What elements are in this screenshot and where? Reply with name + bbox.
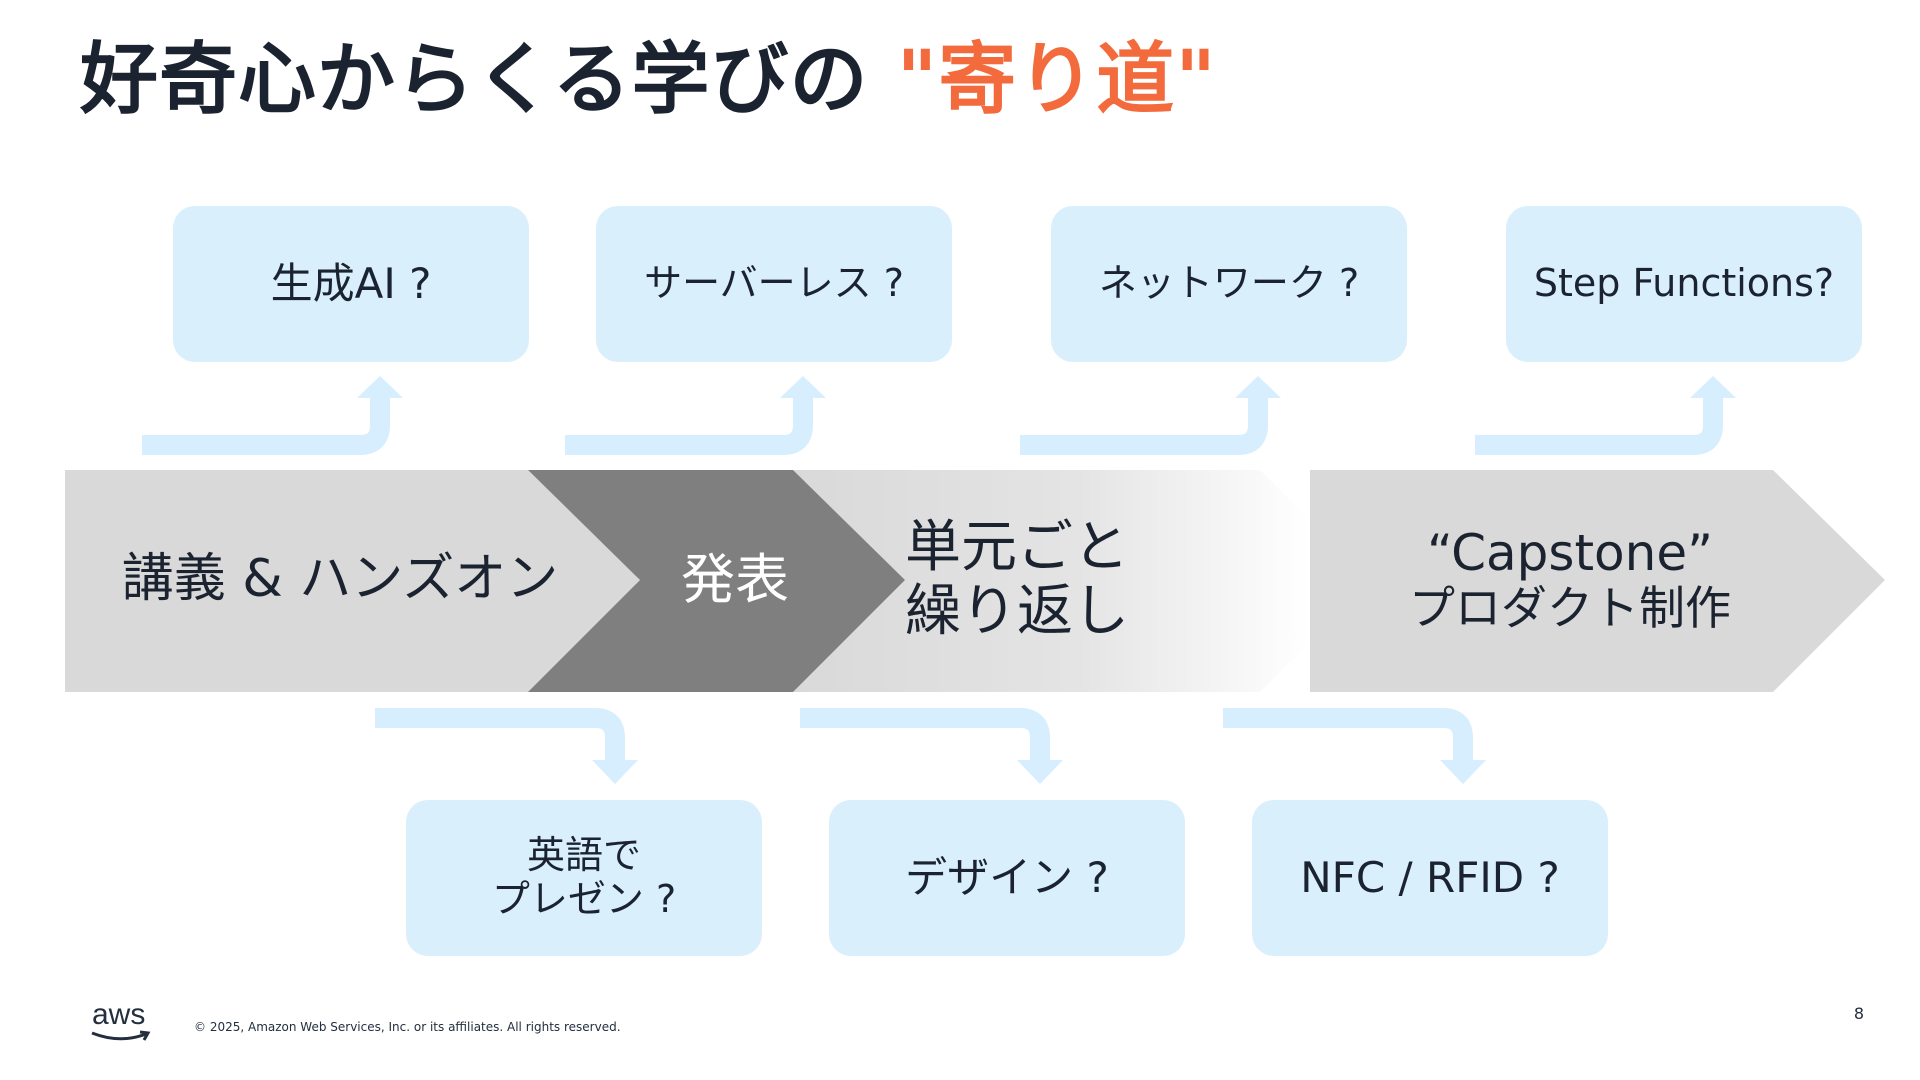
topic-english-presentation: 英語で プレゼン ? (406, 800, 762, 956)
branch-arrow-up-2 (565, 395, 813, 455)
slide-title-main: 好奇心からくる学びの (80, 35, 897, 125)
topic-nfc-rfid: NFC / RFID ? (1252, 800, 1608, 956)
stage-1-label: 講義 & ハンズオン (121, 549, 559, 610)
stage-shape-2 (528, 470, 905, 692)
branch-arrow-down-3 (1223, 708, 1473, 762)
stage-3-label-line1: 単元ごと (905, 514, 1129, 580)
topic-step-functions-label: Step Functions? (1533, 261, 1835, 306)
branch-arrow-down-1 (375, 708, 625, 762)
topic-serverless: サーバーレス ? (596, 206, 952, 362)
topic-generative-ai: 生成AI ? (173, 206, 529, 362)
arrowhead-down-2 (1017, 760, 1063, 784)
arrowhead-up-1 (357, 376, 403, 398)
arrowhead-up-2 (780, 376, 826, 398)
stage-4-label-line1: “Capstone” (1426, 523, 1713, 582)
topic-design-label: デザイン ? (905, 852, 1109, 902)
stage-shape-3 (793, 470, 1310, 692)
arrowhead-up-4 (1690, 376, 1736, 398)
stage-lecture-handson: 講義 & ハンズオン (95, 520, 585, 640)
topic-english-presentation-line1: 英語で (526, 833, 641, 878)
topic-nfc-rfid-label: NFC / RFID ? (1300, 852, 1560, 902)
topic-network: ネットワーク ? (1051, 206, 1407, 362)
stage-3-label-line2: 繰り返し (905, 579, 1129, 644)
aws-logo-text: aws (92, 998, 146, 1031)
slide-title: 好奇心からくる学びの "寄り道" (80, 34, 1217, 128)
aws-logo: aws (91, 998, 151, 1041)
branch-arrow-up-4 (1475, 395, 1723, 455)
topic-network-label: ネットワーク ? (1098, 261, 1360, 306)
topic-step-functions: Step Functions? (1506, 206, 1862, 362)
branch-arrow-up-3 (1020, 395, 1268, 455)
branch-arrow-up-1 (142, 395, 390, 455)
arrowhead-down-1 (592, 760, 638, 784)
stage-repeat-per-unit: 単元ごと 繰り返し (905, 500, 1205, 660)
stage-shape-4 (1310, 470, 1885, 692)
stage-capstone: “Capstone” プロダクト制作 (1330, 510, 1810, 650)
arrowhead-up-3 (1235, 376, 1281, 398)
stage-presentation: 発表 (640, 520, 830, 640)
stage-4-label-line2: プロダクト制作 (1409, 581, 1731, 636)
copyright-notice: © 2025, Amazon Web Services, Inc. or its… (194, 1020, 621, 1034)
branch-arrow-down-2 (800, 708, 1050, 762)
aws-smile-icon (91, 1030, 151, 1041)
arrowhead-down-3 (1440, 760, 1486, 784)
slide-title-accent: "寄り道" (896, 35, 1217, 125)
stage-shape-1 (65, 470, 640, 692)
page-number: 8 (1853, 1004, 1864, 1023)
topic-design: デザイン ? (829, 800, 1185, 956)
topic-generative-ai-label: 生成AI ? (270, 258, 432, 308)
topic-english-presentation-line2: プレゼン ? (491, 877, 677, 921)
topic-serverless-label: サーバーレス ? (644, 261, 904, 306)
stage-2-label: 発表 (681, 547, 789, 611)
